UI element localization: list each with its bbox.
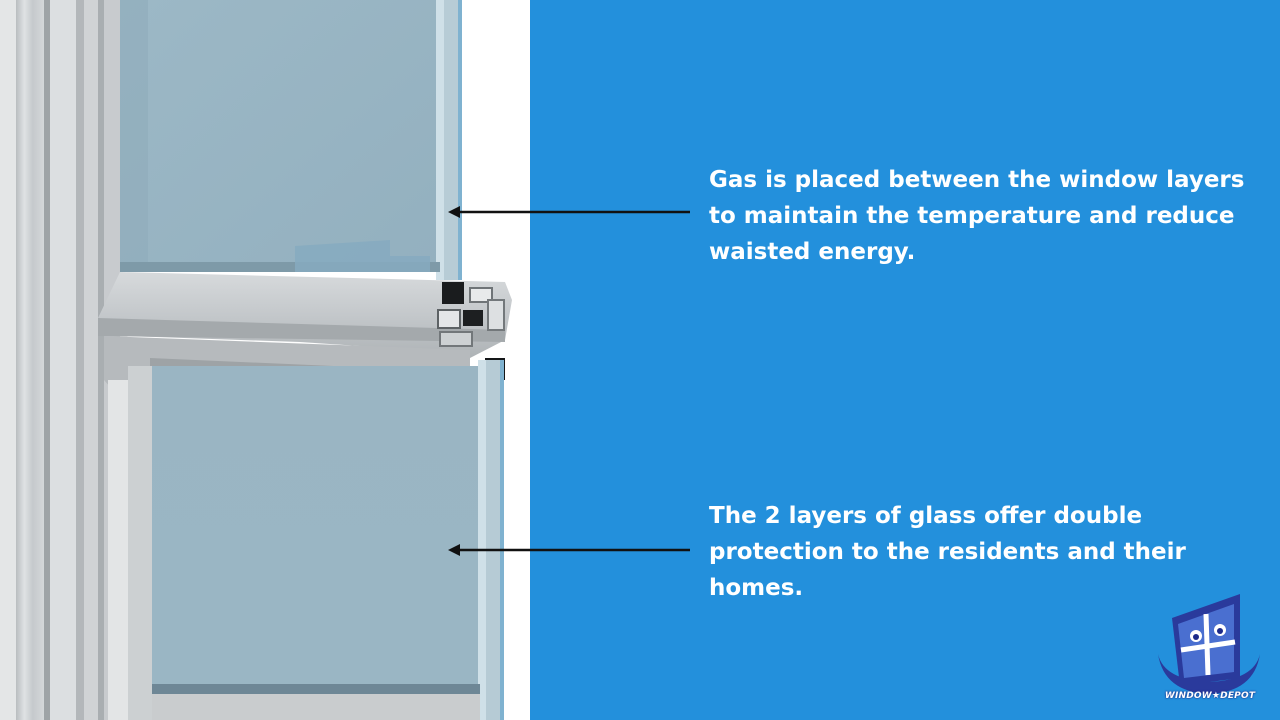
meeting-rail (98, 272, 512, 358)
logo-wordmark: WINDOW★DEPOT (1164, 691, 1256, 701)
upper-glass-pane (120, 0, 462, 280)
window-depot-logo-icon (1158, 594, 1260, 694)
annotation-double-glass: The 2 layers of glass offer double prote… (709, 503, 1186, 601)
annotation-gas-layer: Gas is placed between the window layers … (709, 167, 1245, 265)
info-panel (530, 0, 1280, 720)
pointer-arrow-glass (448, 544, 690, 556)
pointer-arrow-gas (448, 206, 690, 218)
window-frame-jamb (0, 0, 120, 720)
lower-glass-pane (108, 360, 504, 720)
